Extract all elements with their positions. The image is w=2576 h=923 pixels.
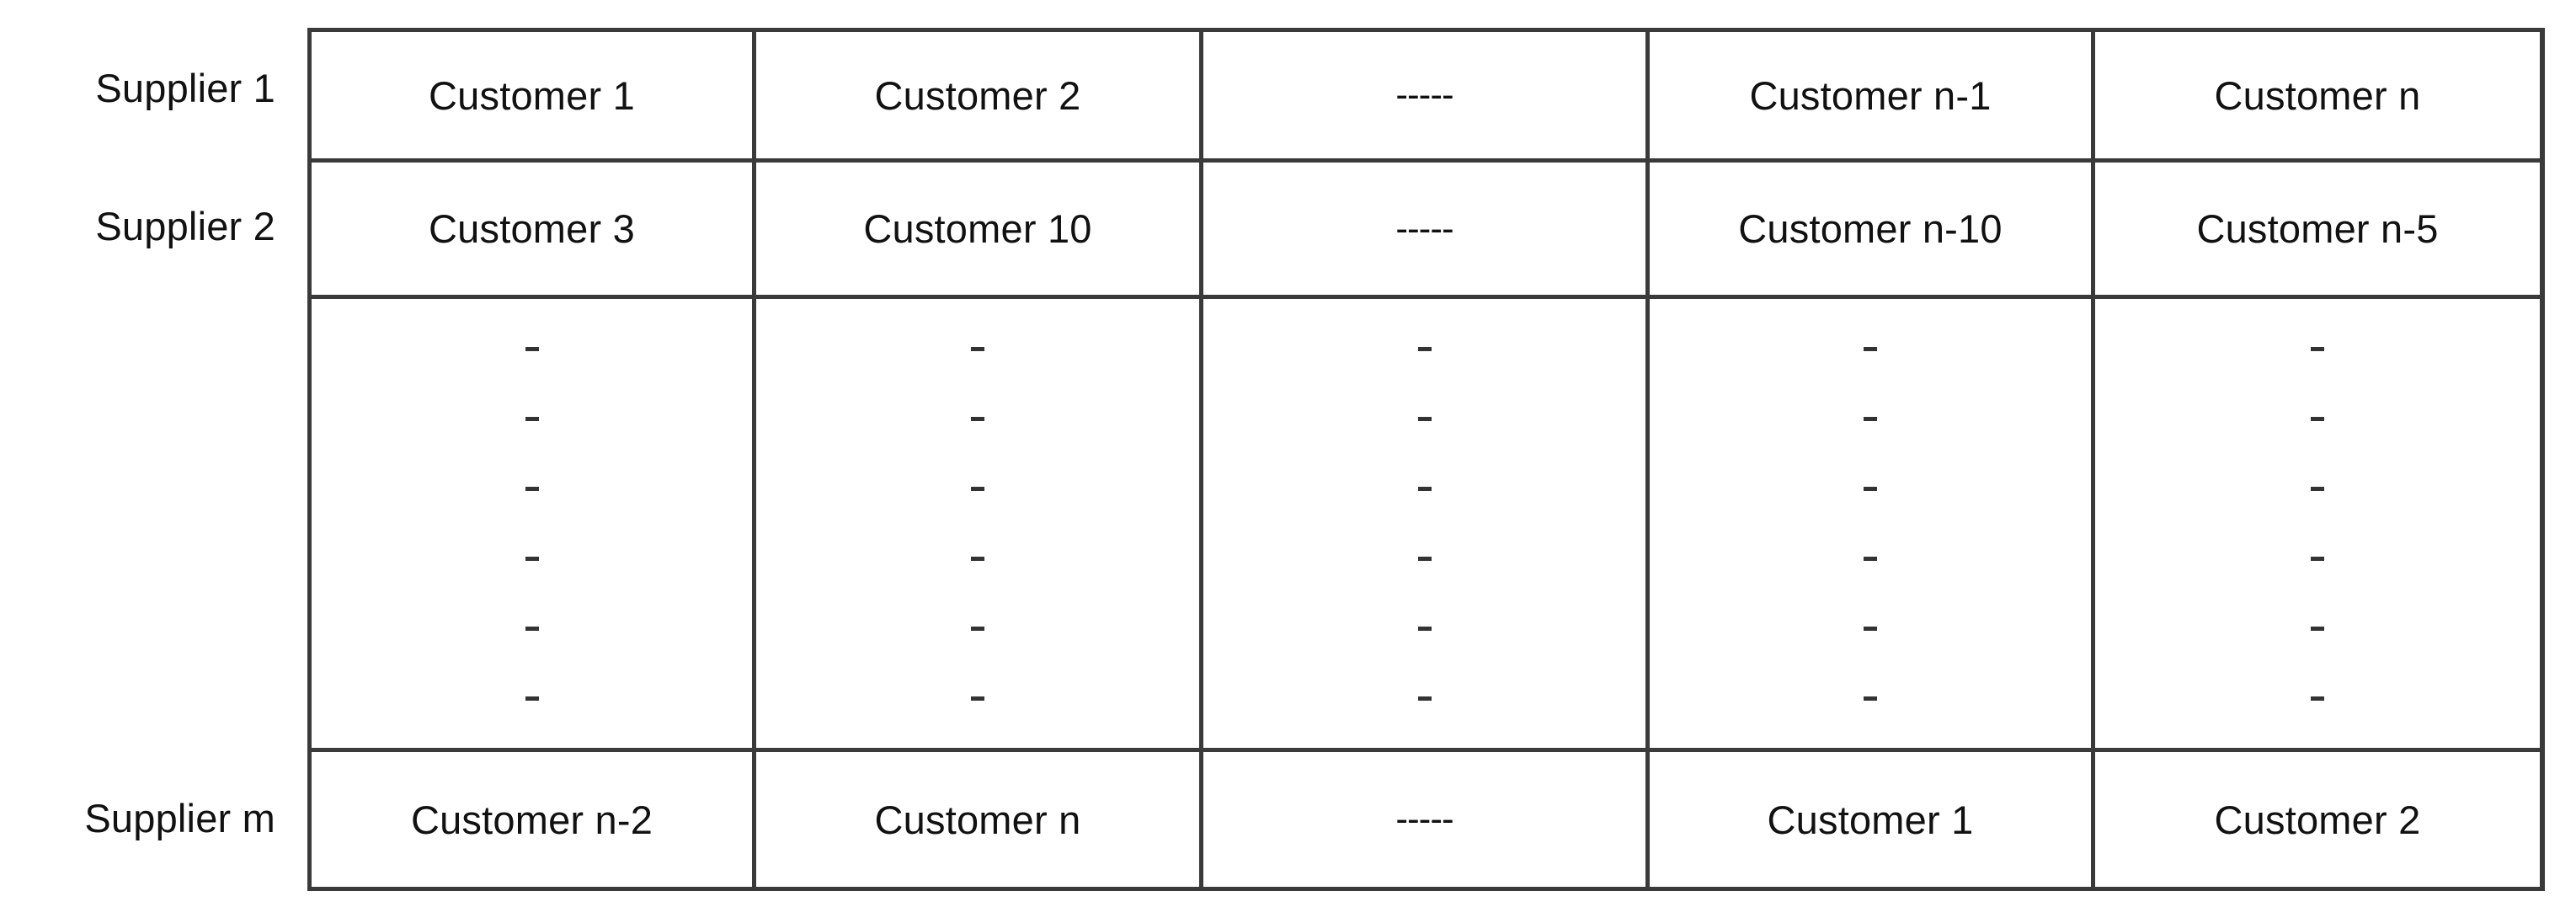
dash-mark-icon: [1864, 696, 1877, 701]
row-label-column: Supplier 1 Supplier 2 Supplier m: [0, 28, 291, 891]
vertical-ellipsis-stack: [1864, 344, 1877, 704]
cell-label: Customer n-1: [1749, 72, 1992, 118]
dash-mark-icon: [2311, 346, 2324, 351]
dash-mark-icon: [525, 626, 539, 631]
dash-mark-icon: [525, 696, 539, 701]
grid-cell-vertical-ellipsis: [1650, 299, 2095, 748]
dash-mark-icon: [525, 416, 539, 421]
dash-mark-icon: [1417, 626, 1432, 631]
dash-mark-icon: [2311, 486, 2324, 491]
cell-label: Customer n: [874, 797, 1081, 842]
grid-cell: Customer n-2: [312, 752, 756, 887]
dash-mark-icon: [971, 486, 984, 491]
horizontal-ellipsis: -----: [1395, 207, 1453, 249]
grid-cell: Customer 2: [2095, 752, 2540, 887]
dash-mark-icon: [1417, 346, 1432, 351]
grid-cell: Customer 1: [312, 32, 756, 158]
vertical-ellipsis-stack: [971, 344, 984, 704]
grid-cell: Customer 10: [756, 163, 1203, 295]
dash-mark-icon: [2311, 416, 2324, 421]
table-row-continuation: [312, 299, 2540, 752]
horizontal-ellipsis: -----: [1395, 74, 1453, 115]
dash-mark-icon: [971, 556, 984, 561]
dash-mark-icon: [525, 346, 539, 351]
grid-cell-ellipsis: -----: [1203, 163, 1650, 295]
grid-cell: Customer 3: [312, 163, 756, 295]
dash-mark-icon: [1417, 696, 1432, 701]
grid-cell: Customer n-1: [1650, 32, 2095, 158]
dash-mark-icon: [1864, 626, 1877, 631]
cell-label: Customer n-10: [1738, 206, 2003, 251]
assignment-grid: Customer 1 Customer 2 ----- Customer n-1…: [307, 28, 2545, 891]
vertical-ellipsis-stack: [1417, 344, 1432, 704]
dash-mark-icon: [1864, 556, 1877, 561]
row-label-supplier-2: Supplier 2: [95, 204, 275, 248]
grid-cell-vertical-ellipsis: [1203, 299, 1650, 748]
table-row: Customer 1 Customer 2 ----- Customer n-1…: [312, 32, 2540, 163]
grid-cell: Customer n: [756, 752, 1203, 887]
row-label-supplier-m: Supplier m: [84, 796, 275, 840]
cell-label: Customer 1: [1767, 797, 1974, 842]
dash-mark-icon: [2311, 696, 2324, 701]
grid-cell-vertical-ellipsis: [312, 299, 756, 748]
dash-mark-icon: [525, 556, 539, 561]
cell-label: Customer 1: [429, 72, 635, 118]
cell-label: Customer n-5: [2196, 206, 2439, 251]
dash-mark-icon: [971, 416, 984, 421]
dash-mark-icon: [971, 346, 984, 351]
cell-label: Customer 10: [863, 206, 1092, 251]
grid-cell: Customer 2: [756, 32, 1203, 158]
grid-cell-ellipsis: -----: [1203, 32, 1650, 158]
dash-mark-icon: [525, 486, 539, 491]
grid-cell-ellipsis: -----: [1203, 752, 1650, 887]
vertical-ellipsis-stack: [2311, 344, 2324, 704]
row-label-supplier-1: Supplier 1: [95, 66, 275, 110]
vertical-ellipsis-stack: [525, 344, 539, 704]
dash-mark-icon: [971, 626, 984, 631]
table-row: Customer n-2 Customer n ----- Customer 1…: [312, 752, 2540, 887]
cell-label: Customer 2: [2214, 797, 2421, 842]
dash-mark-icon: [1864, 346, 1877, 351]
grid-cell: Customer n-5: [2095, 163, 2540, 295]
cell-label: Customer n-2: [410, 797, 653, 842]
grid-cell-vertical-ellipsis: [2095, 299, 2540, 748]
dash-mark-icon: [1417, 416, 1432, 421]
dash-mark-icon: [971, 696, 984, 701]
grid-cell: Customer n: [2095, 32, 2540, 158]
dash-mark-icon: [2311, 556, 2324, 561]
grid-cell: Customer n-10: [1650, 163, 2095, 295]
dash-mark-icon: [1417, 486, 1432, 491]
dash-mark-icon: [1864, 416, 1877, 421]
table-row: Customer 3 Customer 10 ----- Customer n-…: [312, 163, 2540, 299]
dash-mark-icon: [1417, 556, 1432, 561]
dash-mark-icon: [1864, 486, 1877, 491]
dash-mark-icon: [2311, 626, 2324, 631]
cell-label: Customer 3: [429, 206, 635, 251]
grid-cell-vertical-ellipsis: [756, 299, 1203, 748]
cell-label: Customer 2: [874, 72, 1081, 118]
cell-label: Customer n: [2214, 72, 2421, 118]
grid-cell: Customer 1: [1650, 752, 2095, 887]
horizontal-ellipsis: -----: [1395, 798, 1453, 840]
